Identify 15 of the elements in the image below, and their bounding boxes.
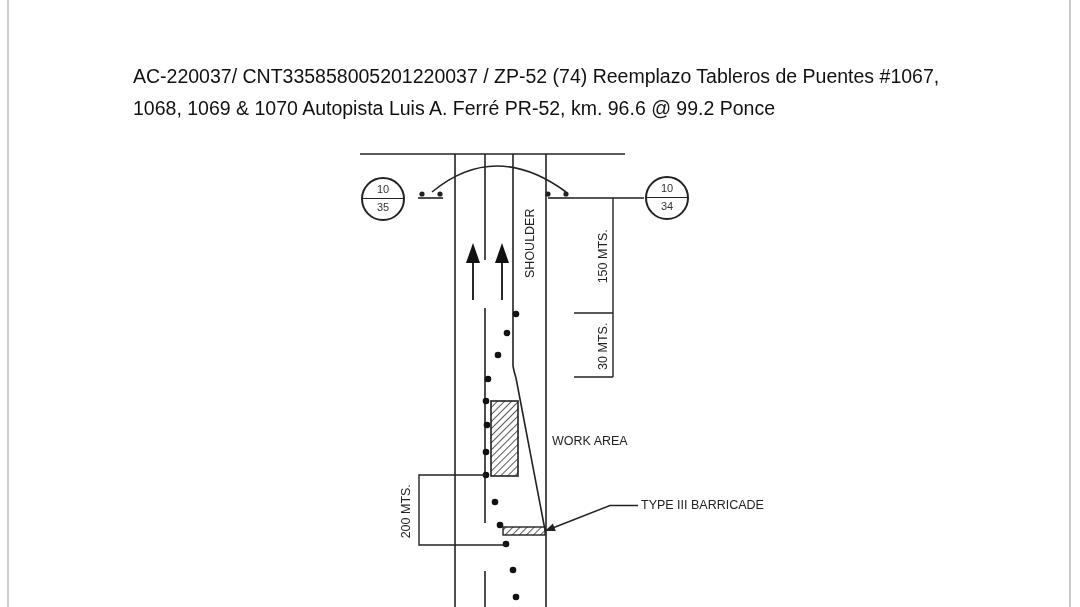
sign-number: 34	[659, 201, 675, 212]
sign-number: 10	[659, 183, 675, 194]
dimension-label: 30 MTS.	[596, 322, 610, 370]
sign-number: 35	[375, 202, 391, 213]
barricade	[502, 526, 546, 536]
sign-reference-circle	[361, 177, 405, 221]
callout-label: TYPE III BARRICADE	[641, 499, 764, 512]
dimension-label: 150 MTS.	[596, 228, 610, 283]
title: AC-220037/ CNT335858005201220037 / ZP-52 (74) Reemplazo Tableros de Puentes #1067, 1068, 1069 & 1070 Autopista Luis A. Ferré PR-52, km. 96.6 @ 99.2 Ponce	[133, 64, 941, 121]
sign-reference-circle	[645, 176, 689, 220]
leader-line	[544, 504, 639, 532]
sign-number: 10	[375, 184, 391, 195]
area-label: WORK AREA	[552, 434, 628, 447]
dimension-label: 200 MTS.	[399, 483, 413, 538]
dimension-label: SHOULDER	[524, 208, 537, 278]
